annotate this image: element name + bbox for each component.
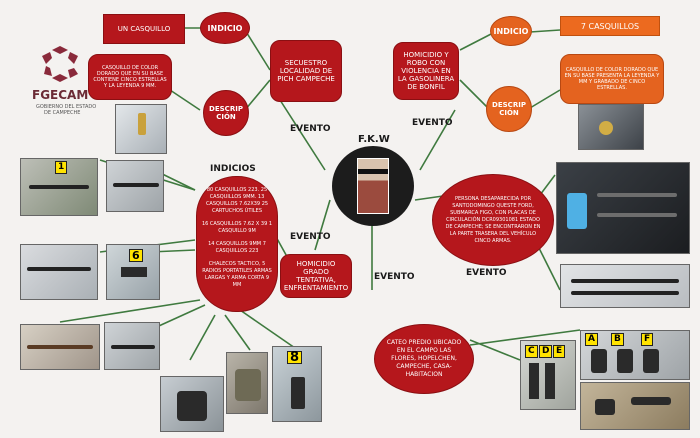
evidence-photo-vest-1 — [160, 376, 224, 432]
persona-node: PERSONA DESAPARECIDA POR SANTODOMINGO QU… — [432, 174, 554, 266]
indicios-block-2: 16 CASQUILLOS 7.62 X 39 1 CASQUILLO 9M — [201, 221, 273, 234]
cateo-text: CATEO PREDIO UBICADO EN EL CAMPO LAS FLO… — [386, 339, 462, 378]
tag-a: A — [585, 333, 598, 346]
tag-d: D — [539, 345, 553, 358]
holster-shape-2 — [617, 349, 633, 373]
vehicle-rifle-shape-1 — [597, 193, 677, 197]
vest-shape-2 — [235, 369, 261, 401]
tag-e: E — [553, 345, 566, 358]
right-evento-node: HOMICIDIO Y ROBO CON VIOLENCIA EN LA GAS… — [393, 42, 459, 100]
persona-text: PERSONA DESAPARECIDA POR SANTODOMINGO QU… — [445, 195, 541, 244]
evidence-photo-rifles-table — [560, 264, 690, 308]
left-indicio-node: INDICIO — [200, 12, 250, 44]
magazine-shape-1 — [529, 363, 539, 399]
left-indicio-text-label: UN CASQUILLO — [117, 25, 171, 33]
homicidio-node: HOMICIDIO GRADO TENTATIVA, ENFRENTAMIENT… — [280, 254, 352, 298]
rifle-shape — [29, 185, 89, 189]
right-descripcion-node: DESCRIP CIÓN — [486, 86, 532, 132]
rifle-shape-4 — [111, 345, 155, 349]
indicios-block-4: CHALECOS TACTICO, 5 RADIOS PORTATILES AR… — [202, 261, 272, 288]
evidence-photo-rifle-3 — [20, 244, 98, 300]
suspect-circle — [332, 146, 414, 226]
evento-label-top-left: EVENTO — [290, 124, 331, 134]
evidence-photo-vest-2 — [226, 352, 268, 414]
tag-f: F — [641, 333, 654, 346]
right-indicio-label: INDICIO — [493, 26, 529, 36]
evidence-photo-accessories — [580, 382, 690, 430]
evidence-photo-vehicle-weapons — [556, 162, 690, 254]
evento-label-mid-left: EVENTO — [290, 232, 331, 242]
evidence-photo-pistol: 6 — [106, 244, 160, 300]
evidence-photo-radio: 8 — [272, 346, 322, 422]
blue-glove-shape — [567, 193, 587, 229]
pistol-shape — [121, 267, 147, 277]
brand-block: FGECAM GOBIERNO DEL ESTADO DE CAMPECHE — [22, 44, 112, 116]
evidence-photo-rifle-1: 1 — [20, 158, 98, 216]
indicios-node: 80 CASQUILLOS 223. 25 CASQUILLOS 9MM. 13… — [196, 176, 278, 312]
rifle-shape-3 — [27, 267, 91, 271]
center-title: F.K.W — [358, 134, 390, 145]
evidence-photo-ak — [20, 324, 100, 370]
right-indicio-text-label: 7 CASQUILLOS — [580, 21, 640, 31]
left-descripcion-node: DESCRIP CIÓN — [203, 90, 249, 136]
left-evento-text: SECUESTRO LOCALIDAD DE PICH CAMPECHE — [277, 59, 335, 83]
fgecam-logo-icon — [42, 46, 78, 82]
left-indicio-text: UN CASQUILLO — [103, 14, 185, 44]
right-descripcion-body: CASQUILLO DE COLOR DORADO QUE EN SU BASE… — [564, 67, 660, 91]
right-descripcion-text: CASQUILLO DE COLOR DORADO QUE EN SU BASE… — [560, 54, 664, 104]
evidence-photo-rifle-4 — [104, 322, 160, 370]
left-descripcion-text: CASQUILLO DE COLOR DORADO QUE EN SU BASE… — [88, 54, 172, 100]
left-evento-node: SECUESTRO LOCALIDAD DE PICH CAMPECHE — [270, 40, 342, 102]
tag-c: C — [525, 345, 538, 358]
accessory-shape-1 — [595, 399, 615, 415]
right-descripcion-label: DESCRIP CIÓN — [492, 101, 526, 117]
left-indicio-label: INDICIO — [207, 23, 243, 33]
table-rifle-shape-2 — [571, 291, 679, 295]
right-indicio-text: 7 CASQUILLOS — [560, 16, 660, 36]
evento-label-bottom: EVENTO — [374, 272, 415, 282]
brand-subtitle-1: GOBIERNO DEL ESTADO — [36, 104, 97, 110]
eye-bar — [358, 169, 388, 174]
indicios-title: INDICIOS — [210, 164, 256, 174]
indicios-block-1: 80 CASQUILLOS 223. 25 CASQUILLOS 9MM. 13… — [205, 187, 269, 214]
right-indicio-node: INDICIO — [490, 16, 532, 46]
left-descripcion-label: DESCRIP CIÓN — [209, 105, 243, 121]
rifle-shape-2 — [113, 183, 159, 187]
homicidio-text: HOMICIDIO GRADO TENTATIVA, ENFRENTAMIENT… — [283, 260, 349, 292]
evento-label-right-mid: EVENTO — [466, 268, 507, 278]
casquillo-base-shape — [599, 121, 613, 135]
casquillo-shape — [138, 113, 146, 135]
right-casquillo-photo — [578, 104, 644, 150]
evento-label-top-right: EVENTO — [412, 118, 453, 128]
tag-1: 1 — [55, 161, 68, 174]
tag-b: B — [611, 333, 624, 346]
brand-name: FGECAM — [32, 88, 89, 102]
evidence-photo-rifle-2 — [106, 160, 164, 212]
radio-shape — [291, 377, 305, 409]
indicios-block-3: 14 CASQUILLOS 9MM 7 CASQUILLOS 223 — [208, 241, 266, 254]
evidence-photo-holsters: A B F — [580, 330, 690, 380]
tag-6: 6 — [129, 249, 143, 262]
brand-subtitle-2: DE CAMPECHE — [44, 110, 81, 116]
accessory-shape-2 — [631, 397, 671, 405]
tag-8: 8 — [287, 351, 303, 364]
cateo-node: CATEO PREDIO UBICADO EN EL CAMPO LAS FLO… — [374, 324, 474, 394]
vest-shape — [177, 391, 207, 421]
left-casquillo-photo — [115, 104, 167, 154]
table-rifle-shape-1 — [571, 279, 679, 283]
holster-shape-3 — [643, 349, 659, 373]
evidence-photo-magazines: C D E — [520, 340, 576, 410]
holster-shape-1 — [591, 349, 607, 373]
suspect-photo — [357, 158, 389, 214]
ak-shape — [27, 345, 93, 349]
vehicle-rifle-shape-2 — [597, 213, 677, 217]
magazine-shape-2 — [545, 363, 555, 399]
right-evento-text: HOMICIDIO Y ROBO CON VIOLENCIA EN LA GAS… — [397, 51, 455, 91]
left-descripcion-body: CASQUILLO DE COLOR DORADO QUE EN SU BASE… — [93, 65, 167, 89]
